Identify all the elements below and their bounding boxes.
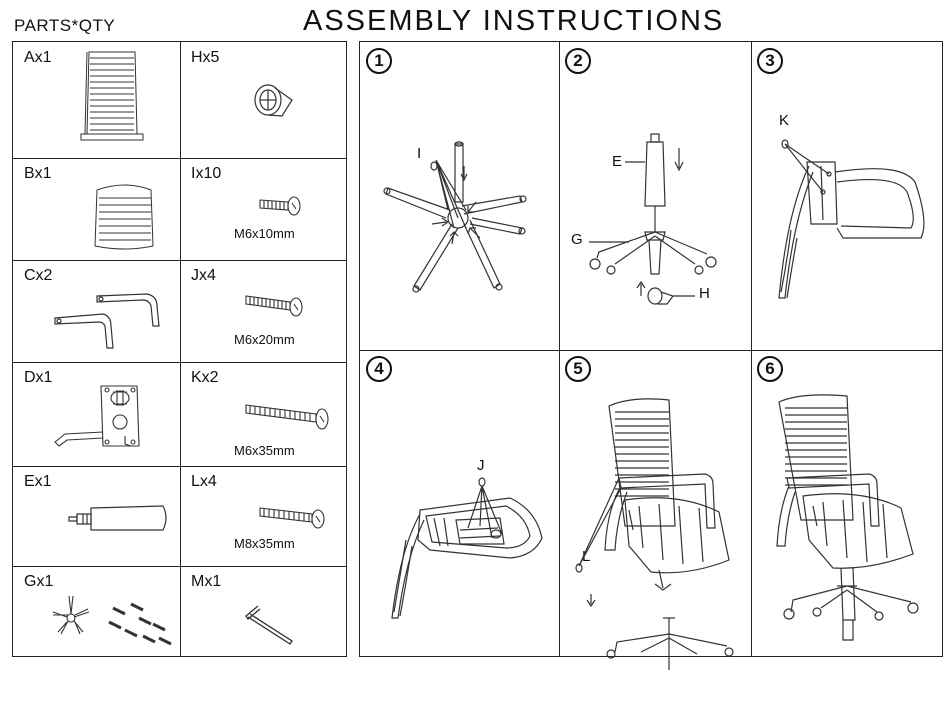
step-3-panel: 3 K bbox=[751, 42, 943, 350]
gas-lift-base-illustration bbox=[559, 42, 751, 350]
seat-cushion-icon bbox=[13, 158, 180, 260]
bolt-icon bbox=[180, 362, 346, 466]
part-cell-g: Gx1 bbox=[13, 566, 180, 657]
part-cell-d: Dx1 bbox=[13, 362, 180, 466]
part-cell-j: Jx4 M6x20mm bbox=[180, 260, 346, 362]
part-cell-l: Lx4 M8x35mm bbox=[180, 466, 346, 566]
parts-qty-heading: PARTS*QTY bbox=[14, 16, 115, 36]
allen-key-icon bbox=[180, 566, 346, 657]
step-6-panel: 6 bbox=[751, 350, 943, 657]
armrest-backrest-illustration bbox=[751, 42, 943, 350]
part-cell-k: Kx2 M6x35mm bbox=[180, 362, 346, 466]
part-cell-i: Ix10 M6x10mm bbox=[180, 158, 346, 260]
base-legs-icon bbox=[13, 566, 180, 657]
tilt-mechanism-icon bbox=[13, 362, 180, 466]
step-4-panel: 4 J bbox=[360, 350, 559, 657]
bolt-icon bbox=[180, 158, 346, 260]
part-cell-h: Hx5 bbox=[180, 42, 346, 158]
step-2-panel: 2 E G H bbox=[559, 42, 751, 350]
finished-chair-illustration bbox=[751, 350, 943, 657]
caster-wheel-icon bbox=[180, 42, 346, 158]
backrest-icon bbox=[13, 42, 180, 158]
part-cell-e: Ex1 bbox=[13, 466, 180, 566]
page-title: ASSEMBLY INSTRUCTIONS bbox=[303, 5, 724, 38]
armrest-icon bbox=[13, 260, 180, 362]
part-cell-b: Bx1 bbox=[13, 158, 180, 260]
bolt-icon bbox=[180, 466, 346, 566]
seat-mechanism-illustration bbox=[360, 350, 559, 657]
step-5-panel: 5 L bbox=[559, 350, 751, 657]
bolt-icon bbox=[180, 260, 346, 362]
parts-table: Ax1 Hx5 Bx1 bbox=[12, 41, 347, 657]
assembly-steps-grid: 1 I 2 bbox=[359, 41, 943, 657]
part-cell-a: Ax1 bbox=[13, 42, 180, 158]
chair-top-illustration bbox=[559, 350, 751, 657]
part-cell-m: Mx1 bbox=[180, 566, 346, 657]
base-assembly-illustration bbox=[360, 42, 559, 350]
step-1-panel: 1 I bbox=[360, 42, 559, 350]
gas-lift-icon bbox=[13, 466, 180, 566]
part-cell-c: Cx2 bbox=[13, 260, 180, 362]
